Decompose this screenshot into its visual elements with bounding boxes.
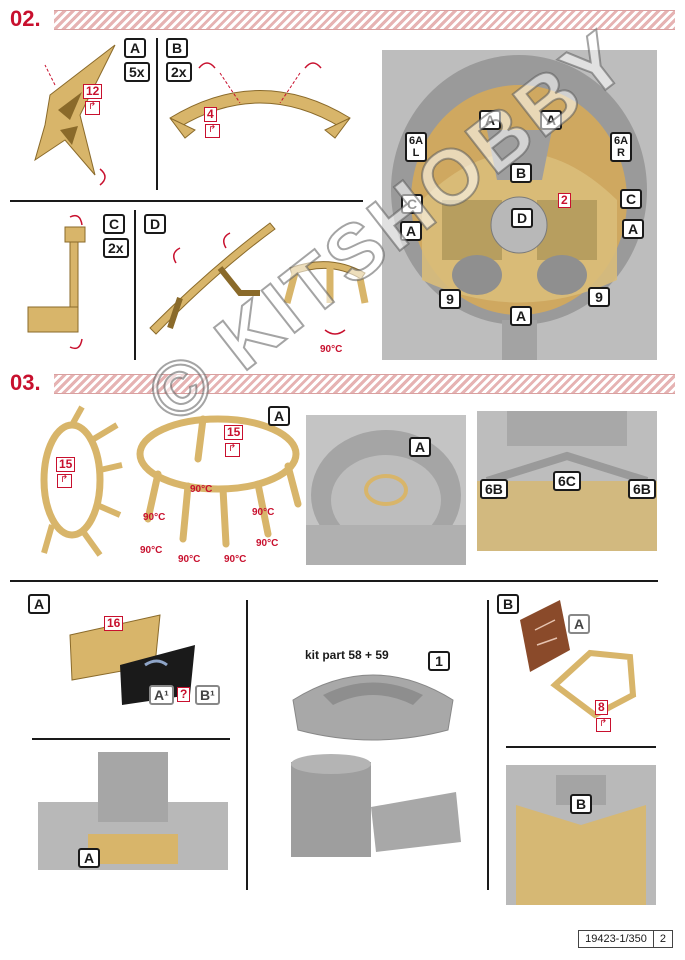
document-code: 19423-1/350 [579,931,653,947]
label-6b: 6B [628,479,656,499]
step-number: 03. [10,370,41,396]
label-a: A [622,219,644,239]
angle-90-label: 90°C [143,512,165,523]
turret-assembly-render [286,752,466,862]
label-a: A [28,594,50,614]
pe-part-4: 4 [204,107,217,122]
part-a-bracket-render [20,40,135,190]
angle-90-label: 90°C [178,554,200,565]
divider [246,600,248,890]
label-a: A [124,38,146,58]
hull-top-render [38,752,228,870]
divider [156,38,158,190]
qty-2x: 2x [103,238,129,258]
step-03-turret-render [306,415,466,565]
label-a: A [409,437,431,457]
label-9: 9 [439,289,461,309]
label-d: D [511,208,533,228]
label-c: C [103,214,125,234]
step-03-header: 03. [10,372,675,396]
label-b1: B¹ [195,685,220,705]
pe-part-12: 12 [83,84,102,99]
pe-bend-icon [85,101,100,115]
step-number: 02. [10,6,41,32]
divider [10,200,363,202]
pe-part-15: 15 [56,457,75,472]
angle-90-label: 90°C [140,545,162,556]
angle-90-label: 90°C [252,507,274,518]
angle-90-label: 90°C [256,538,278,549]
part-b-arch-render [160,48,360,148]
assembly-b-render [506,765,656,905]
dome-part-render [283,660,463,750]
divider [10,580,658,582]
pe-part-2: 2 [558,193,571,208]
label-a1: A¹ [149,685,174,705]
label-6c: 6C [553,471,581,491]
label-9: 9 [588,287,610,307]
label-6a-r: 6A R [610,132,632,162]
divider [487,600,489,890]
label-c: C [620,189,642,209]
pe-bend-icon [57,474,72,488]
label-b: B [570,794,592,814]
page-number: 2 [653,931,672,947]
pe-part-15: 15 [224,425,243,440]
pe-part-16: 16 [104,616,123,631]
angle-90-label: 90°C [224,554,246,565]
divider [134,210,136,360]
qty-5x: 5x [124,62,150,82]
pe-bend-icon [225,443,240,457]
label-a: A [268,406,290,426]
angle-90-label: 90°C [190,484,212,495]
ring-part-flat-render [22,405,132,565]
part-c-bracket-render [20,212,105,352]
label-a: A [568,614,590,634]
pe-bend-icon [205,124,220,138]
label-a: A [78,848,100,868]
footer-page-info: 19423-1/350 2 [578,930,673,948]
angle-90-label: 90°C [320,344,342,355]
divider [32,738,230,740]
pe-bend-icon [596,718,611,732]
label-a: A [510,306,532,326]
pe-part-8: 8 [595,700,608,715]
divider [506,746,656,748]
label-6b: 6B [480,479,508,499]
ring-part-bent-render [128,404,308,564]
pe-part-unknown: ? [177,687,190,702]
